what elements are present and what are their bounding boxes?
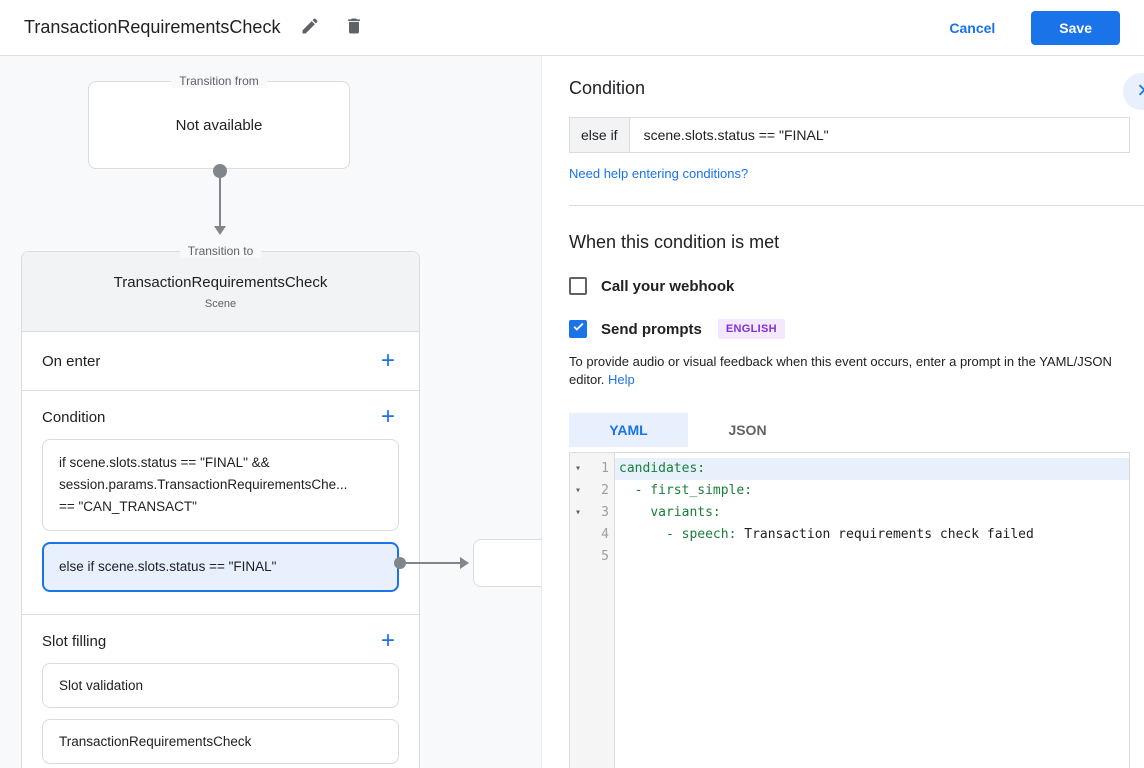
scene-node-header[interactable]: Transition to TransactionRequirementsChe… [22,244,419,332]
transition-from-node[interactable]: Transition from Not available [88,74,350,169]
line-number: 3 [601,505,609,520]
code-line: - speech: Transaction requirements check… [665,527,1034,542]
line-number: 5 [601,549,609,564]
slot-filling-label: Slot filling [42,632,107,650]
condition-met-section: When this condition is met Call your web… [569,206,1130,768]
editor-code-area[interactable]: candidates: - first_simple: variants: - … [615,453,1129,768]
call-webhook-checkbox[interactable] [569,277,587,295]
send-prompts-label: Send prompts [601,320,702,338]
code-line: variants: [650,505,721,520]
slot-filling-section: Slot filling + Slot validation Transacti… [22,614,419,768]
prompts-help-link[interactable]: Help [608,372,635,387]
scene-flow-canvas: Transition from Not available Transition… [0,56,541,768]
condition-editor-panel: Condition else if Need help entering con… [541,56,1144,768]
on-enter-section[interactable]: On enter + [22,332,419,390]
slot-item[interactable]: TransactionRequirementsCheck [42,719,399,764]
add-slot-icon[interactable]: + [380,627,395,654]
prompts-description: To provide audio or visual feedback when… [569,353,1130,389]
check-icon [572,320,585,338]
flow-connector-down [212,164,228,236]
tab-json[interactable]: JSON [728,422,767,438]
fold-toggle-icon[interactable]: ▾ [574,463,582,474]
line-number: 1 [601,461,609,476]
else-if-prefix: else if [569,117,629,153]
line-number: 4 [601,527,609,542]
transition-from-content: Not available [175,116,263,134]
trash-icon [344,16,364,39]
collapse-panel-button[interactable] [1123,73,1144,110]
condition-expression-input[interactable] [628,117,1130,153]
editor-gutter: ▾ 1 ▾ 2 ▾ 3 4 [570,453,615,768]
code-line: - first_simple: [634,483,753,498]
fold-toggle-icon[interactable]: ▾ [574,485,582,496]
call-webhook-label: Call your webhook [601,277,735,295]
webhook-row: Call your webhook [569,277,1130,295]
condition-section: Condition + if scene.slots.status == "FI… [22,390,419,614]
add-on-enter-icon[interactable]: + [380,347,395,374]
condition-panel-title: Condition [569,78,646,98]
scene-node-title: TransactionRequirementsCheck [113,274,328,291]
transition-from-label: Transition from [171,74,267,88]
scene-node-card: Transition to TransactionRequirementsChe… [21,244,420,768]
cancel-button[interactable]: Cancel [933,12,1011,44]
line-number: 2 [601,483,609,498]
on-enter-label: On enter [42,352,101,370]
condition-label: Condition [42,408,106,426]
condition-expression-section: Condition else if Need help entering con… [569,56,1144,206]
yaml-code-editor: ▾ 1 ▾ 2 ▾ 3 4 [569,452,1130,768]
send-prompts-row: Send prompts ENGLISH [569,319,1130,339]
save-button[interactable]: Save [1031,10,1120,45]
prompts-description-text: To provide audio or visual feedback when… [569,354,1112,387]
edit-name-button[interactable] [296,12,324,43]
top-bar: TransactionRequirementsCheck Cancel Save [0,0,1144,56]
condition-item[interactable]: if scene.slots.status == "FINAL" && sess… [42,439,399,531]
language-badge: ENGLISH [717,319,785,339]
delete-scene-button[interactable] [340,12,368,43]
arrow-right-icon [460,557,469,569]
fold-toggle-icon[interactable]: ▾ [574,507,582,518]
pencil-icon [300,16,320,39]
tab-yaml[interactable]: YAML [569,413,688,447]
editor-format-tabs: YAML JSON [569,413,1130,447]
condition-met-title: When this condition is met [569,232,780,252]
condition-help-link[interactable]: Need help entering conditions? [569,166,749,181]
send-prompts-checkbox[interactable] [569,320,587,338]
chevron-right-icon [1131,79,1144,104]
page-title: TransactionRequirementsCheck [24,17,281,37]
transition-to-label: Transition to [179,244,262,258]
condition-item-selected[interactable]: else if scene.slots.status == "FINAL" [42,542,399,592]
flow-connector-right [394,557,472,569]
slot-item[interactable]: Slot validation [42,663,399,708]
transition-target-node[interactable] [473,539,541,587]
arrow-down-icon [214,226,226,235]
code-line [615,546,1129,568]
add-condition-icon[interactable]: + [380,403,395,430]
code-line: candidates: [615,458,1129,480]
scene-node-subtitle: Scene [204,298,237,310]
